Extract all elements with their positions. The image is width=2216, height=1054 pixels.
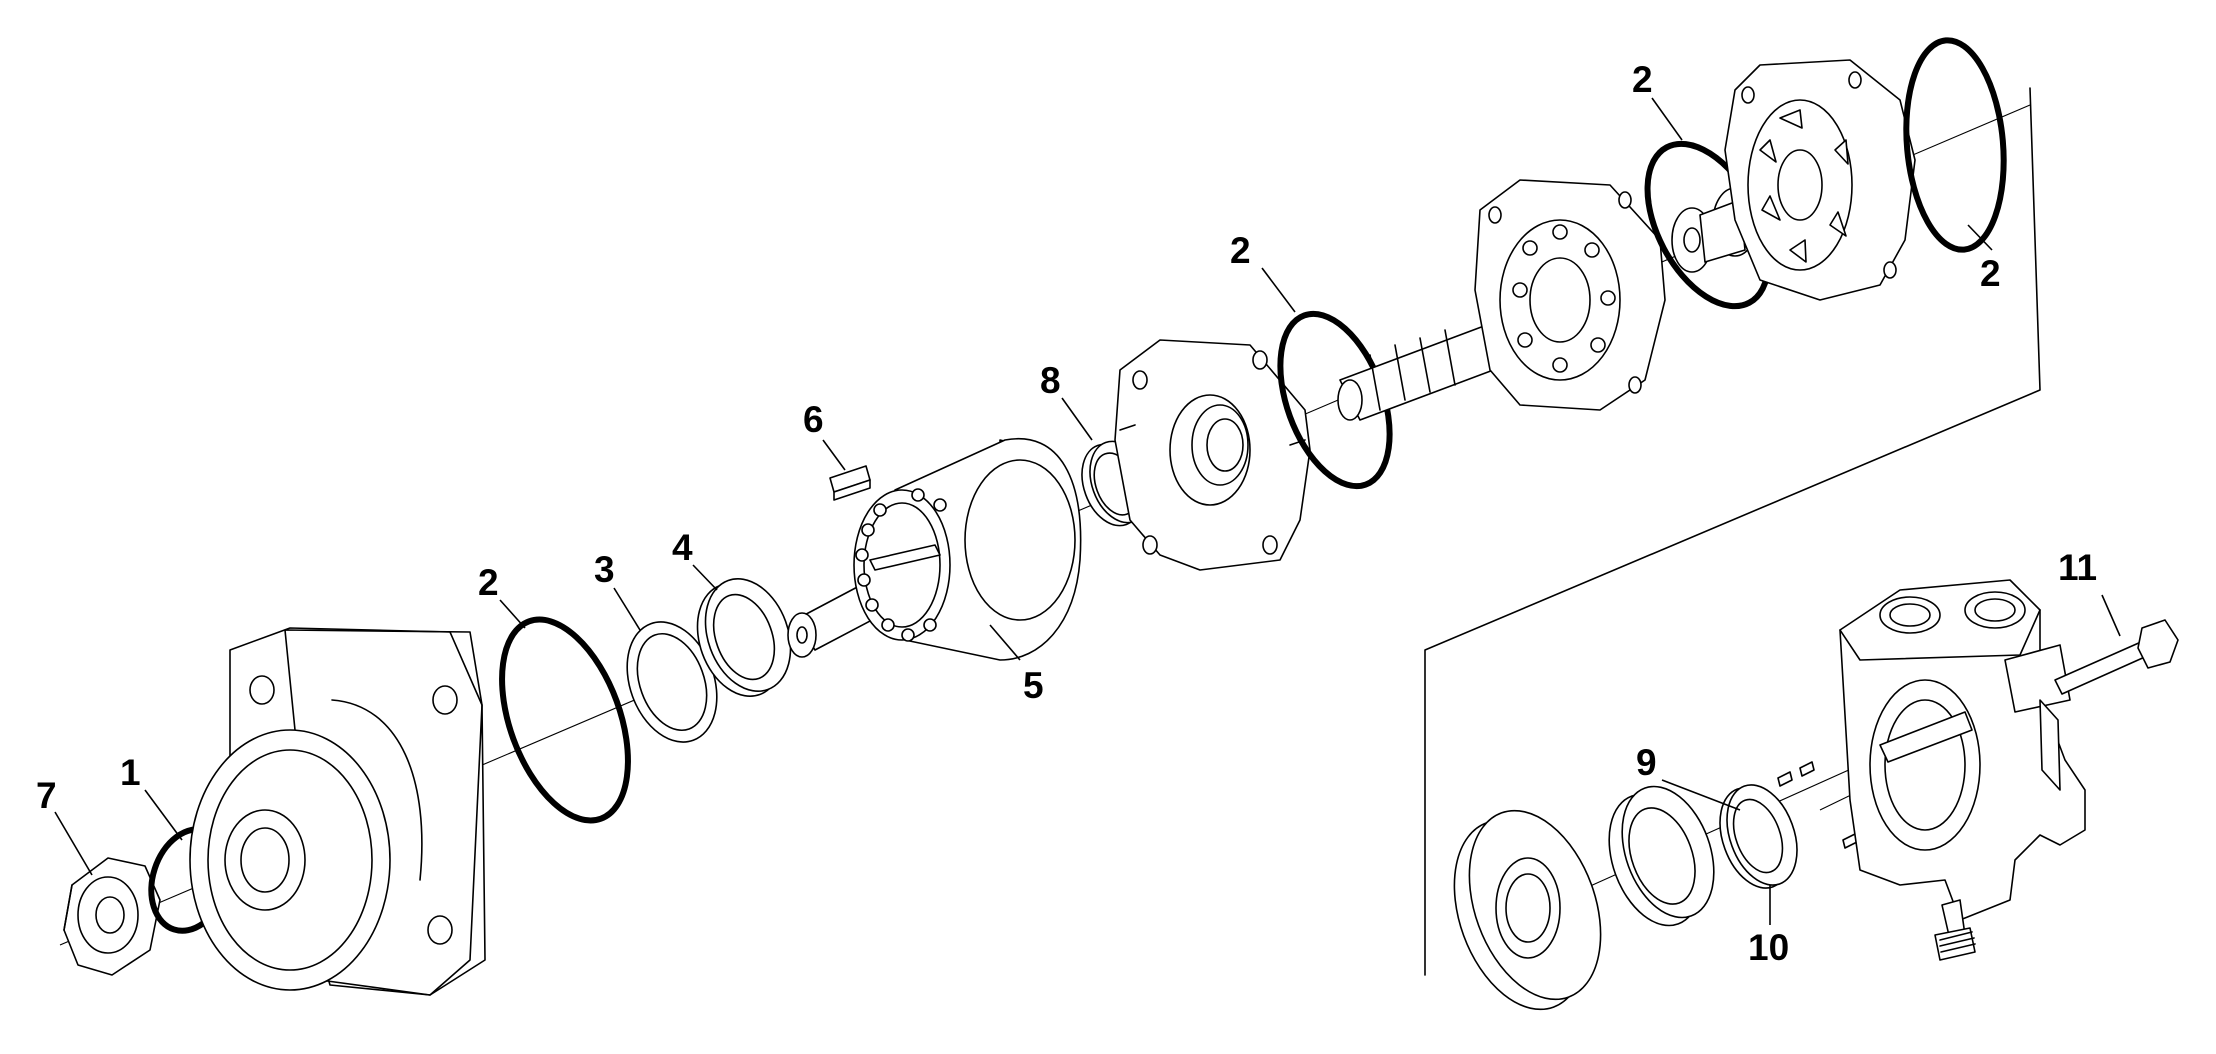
- bearing-housing: [1114, 339, 1311, 571]
- valve-cap: [1608, 785, 1715, 927]
- callout-5: 5: [1023, 665, 1044, 706]
- seal-4: [696, 578, 792, 697]
- leader-2d: [1967, 224, 1993, 251]
- end-cover: [1724, 59, 1916, 301]
- front-housing: [189, 627, 486, 996]
- leader-2c: [1651, 97, 1683, 141]
- callout-6: 6: [803, 399, 824, 440]
- callout-4: 4: [672, 527, 693, 568]
- leader-8: [1061, 397, 1093, 441]
- oring-2-right-outer: [1903, 37, 2007, 253]
- leader-3: [613, 587, 641, 631]
- leader-2a: [499, 599, 526, 629]
- callout-10: 10: [1748, 927, 1789, 968]
- leader-2b: [1261, 267, 1296, 313]
- key-6: [829, 465, 871, 501]
- callout-9: 9: [1636, 742, 1657, 783]
- callout-2: 2: [1980, 253, 2001, 294]
- plane-outline: [1424, 87, 2041, 976]
- castle-nut: [63, 857, 161, 976]
- callout-7: 7: [36, 775, 57, 816]
- valve-housing: [1839, 579, 2086, 921]
- leader-1: [144, 789, 183, 841]
- bolt-11: [2054, 619, 2179, 695]
- shaft-assembly: [787, 437, 1082, 661]
- callout-11: 11: [2058, 547, 2097, 588]
- leader-6: [822, 439, 846, 471]
- seal-9-10: [1719, 784, 1798, 889]
- washer-3: [626, 621, 718, 743]
- plug-screw: [1934, 899, 1976, 961]
- oring-2-left: [499, 616, 631, 824]
- callout-1: 1: [120, 752, 141, 793]
- leader-7: [54, 811, 93, 876]
- leader-9: [1661, 779, 1741, 811]
- callout-8: 8: [1040, 360, 1061, 401]
- callout-2: 2: [1230, 230, 1251, 271]
- callout-2: 2: [478, 562, 499, 603]
- leader-11: [2101, 594, 2121, 637]
- gerotor-plate: [1474, 179, 1666, 411]
- callout-2: 2: [1632, 59, 1653, 100]
- leader-4: [692, 564, 718, 591]
- callout-3: 3: [594, 549, 615, 590]
- valve-disc: [1453, 809, 1602, 1011]
- leader-5: [989, 624, 1021, 661]
